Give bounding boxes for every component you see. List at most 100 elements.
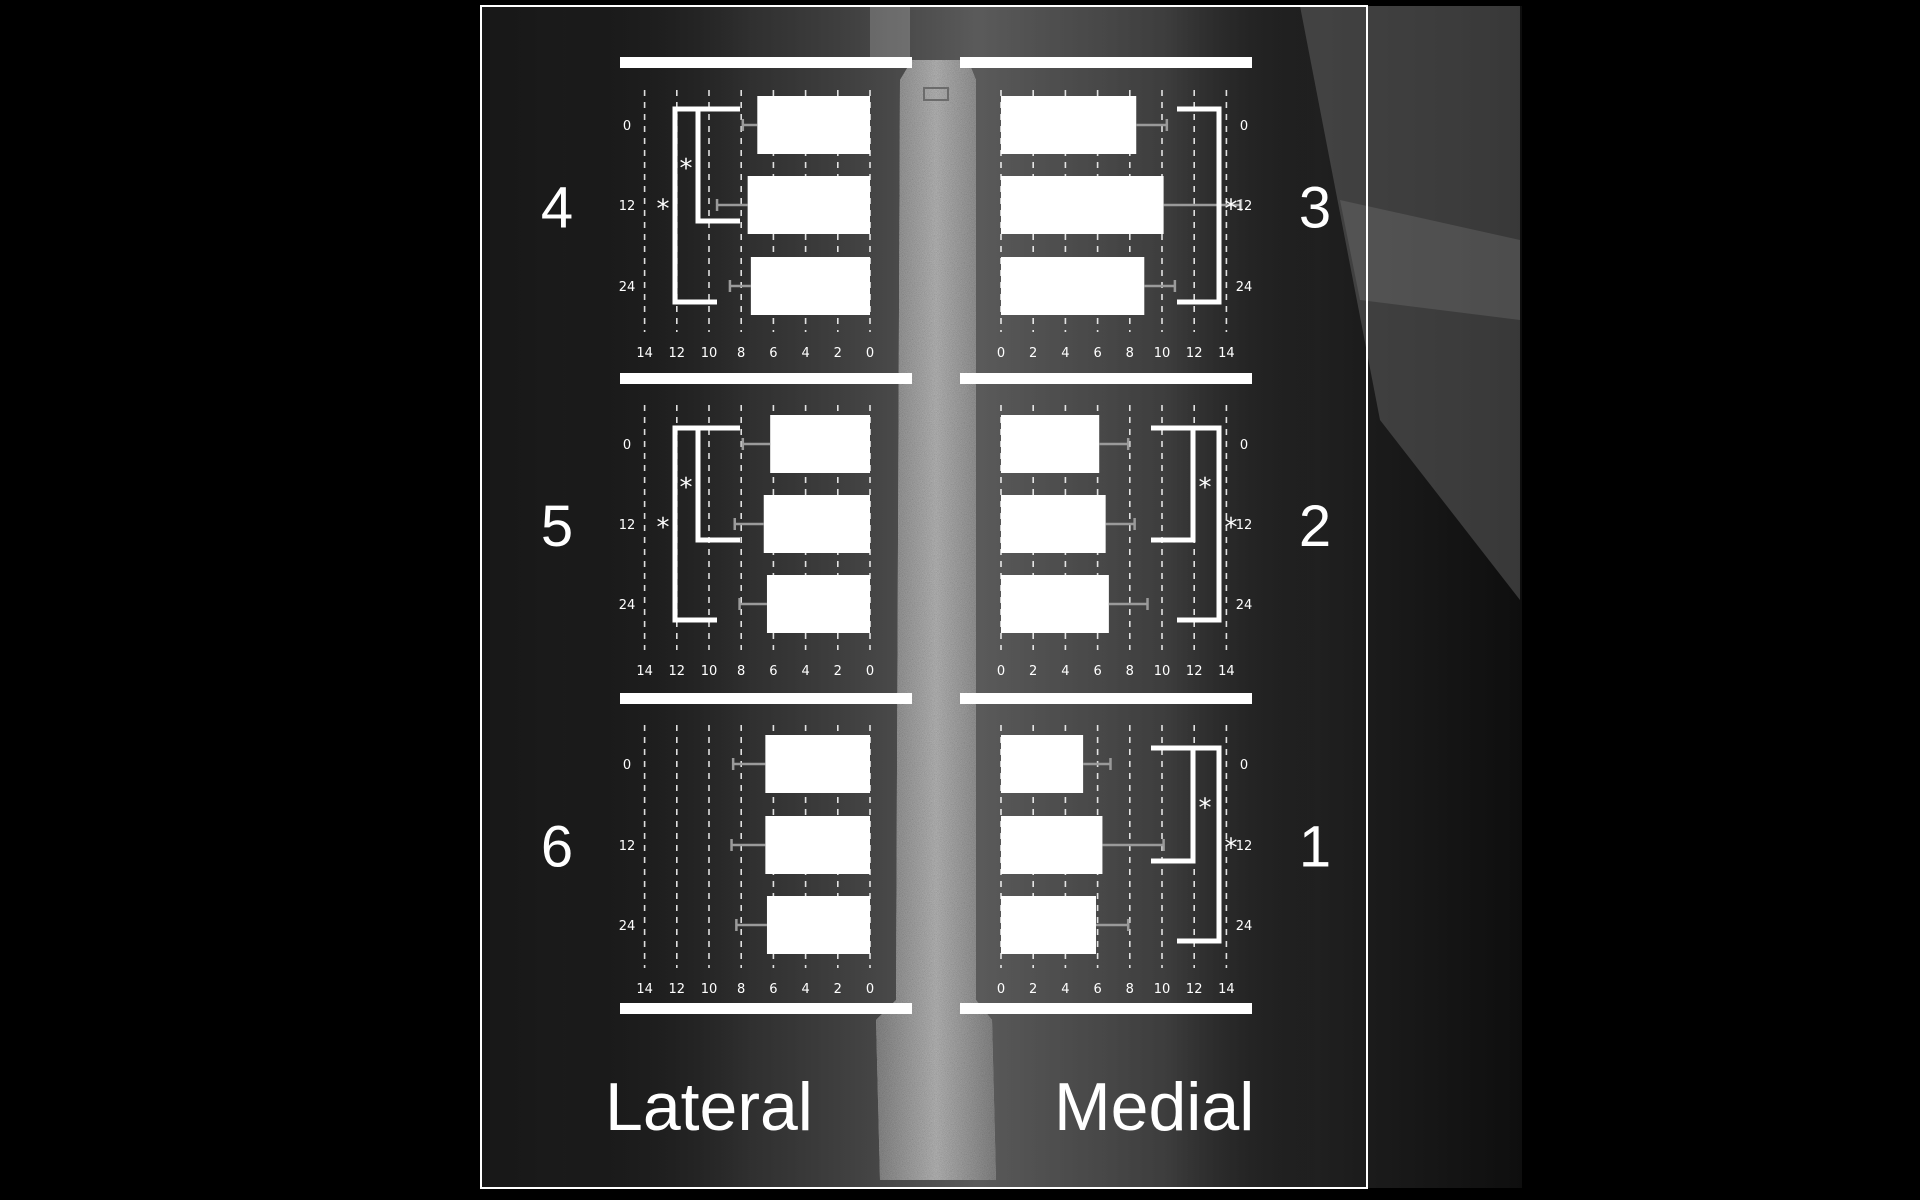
category-label: 0 (623, 758, 631, 773)
bar (1001, 735, 1084, 793)
panel-separator (960, 693, 1252, 704)
x-tick-label: 14 (636, 982, 653, 997)
significance-bracket (1177, 106, 1222, 305)
category-label: 24 (1236, 280, 1253, 295)
x-tick-label: 4 (1061, 664, 1069, 679)
x-tick-label: 0 (997, 982, 1005, 997)
x-tick-label: 10 (701, 346, 718, 361)
bar (1001, 257, 1145, 315)
bar (1001, 495, 1106, 553)
zone-number: 5 (541, 494, 573, 559)
category-label: 24 (1236, 598, 1253, 613)
x-tick-label: 12 (1186, 346, 1203, 361)
x-tick-label: 12 (1186, 982, 1203, 997)
x-tick-label: 0 (866, 664, 874, 679)
significance-star: * (657, 513, 670, 543)
x-tick-label: 2 (834, 982, 842, 997)
intramedullary-nail (876, 60, 996, 1180)
significance-bracket (695, 106, 740, 224)
x-tick-label: 8 (1126, 982, 1134, 997)
significance-bracket (672, 425, 717, 623)
bar (763, 495, 870, 553)
significance-bracket (695, 425, 740, 543)
x-tick-label: 10 (701, 982, 718, 997)
x-tick-label: 8 (737, 346, 745, 361)
category-label: 12 (1236, 199, 1253, 214)
significance-bracket (1177, 745, 1222, 944)
x-tick-label: 2 (1029, 346, 1037, 361)
x-tick-label: 12 (669, 346, 686, 361)
category-label: 12 (1236, 839, 1253, 854)
x-tick-label: 10 (701, 664, 718, 679)
x-tick-label: 0 (997, 346, 1005, 361)
medial-label: Medial (1054, 1069, 1254, 1145)
x-tick-label: 4 (1061, 346, 1069, 361)
bar (765, 816, 870, 874)
zone-number: 2 (1299, 494, 1331, 559)
significance-star: * (1199, 794, 1212, 824)
bar (1001, 575, 1109, 633)
x-tick-label: 10 (1154, 982, 1171, 997)
x-tick-label: 12 (669, 664, 686, 679)
bar (757, 96, 870, 154)
panel-separator-bottom (620, 1003, 912, 1014)
x-tick-label: 8 (737, 982, 745, 997)
category-label: 12 (1236, 518, 1253, 533)
x-tick-label: 4 (801, 346, 809, 361)
zone-number: 4 (541, 176, 573, 241)
category-label: 24 (1236, 919, 1253, 934)
x-tick-label: 0 (866, 982, 874, 997)
x-tick-label: 14 (1218, 664, 1235, 679)
x-tick-label: 6 (1093, 982, 1101, 997)
panel-separator (960, 57, 1252, 68)
bar (1001, 415, 1100, 473)
x-tick-label: 12 (669, 982, 686, 997)
significance-star: * (657, 195, 670, 225)
bar (766, 575, 870, 633)
panel-separator (620, 57, 912, 68)
zone-number: 1 (1299, 815, 1331, 880)
x-tick-label: 4 (1061, 982, 1069, 997)
x-tick-label: 12 (1186, 664, 1203, 679)
x-tick-label: 8 (737, 664, 745, 679)
bar (1001, 176, 1164, 234)
panel-separator (620, 693, 912, 704)
x-tick-label: 2 (1029, 982, 1037, 997)
significance-bracket (1151, 425, 1196, 543)
x-tick-label: 8 (1126, 664, 1134, 679)
category-label: 24 (619, 280, 636, 295)
panel-separator (620, 373, 912, 384)
x-tick-label: 6 (769, 664, 777, 679)
significance-star: * (680, 473, 693, 503)
bar (766, 896, 870, 954)
bar (1001, 816, 1103, 874)
bar (770, 415, 870, 473)
x-tick-label: 8 (1126, 346, 1134, 361)
x-tick-label: 10 (1154, 664, 1171, 679)
x-tick-label: 4 (801, 664, 809, 679)
x-tick-label: 14 (1218, 982, 1235, 997)
panel-separator (960, 373, 1252, 384)
category-label: 12 (619, 839, 636, 854)
zone-number: 6 (541, 815, 573, 880)
significance-bracket (1151, 745, 1196, 864)
significance-star: * (1199, 473, 1212, 503)
x-tick-label: 6 (1093, 346, 1101, 361)
category-label: 12 (619, 518, 636, 533)
x-tick-label: 6 (769, 982, 777, 997)
panel-separator-bottom (960, 1003, 1252, 1014)
category-label: 24 (619, 598, 636, 613)
bar (750, 257, 870, 315)
bar (1001, 96, 1137, 154)
category-label: 24 (619, 919, 636, 934)
bar (1001, 896, 1096, 954)
significance-star: * (680, 154, 693, 184)
lateral-label: Lateral (605, 1069, 813, 1145)
